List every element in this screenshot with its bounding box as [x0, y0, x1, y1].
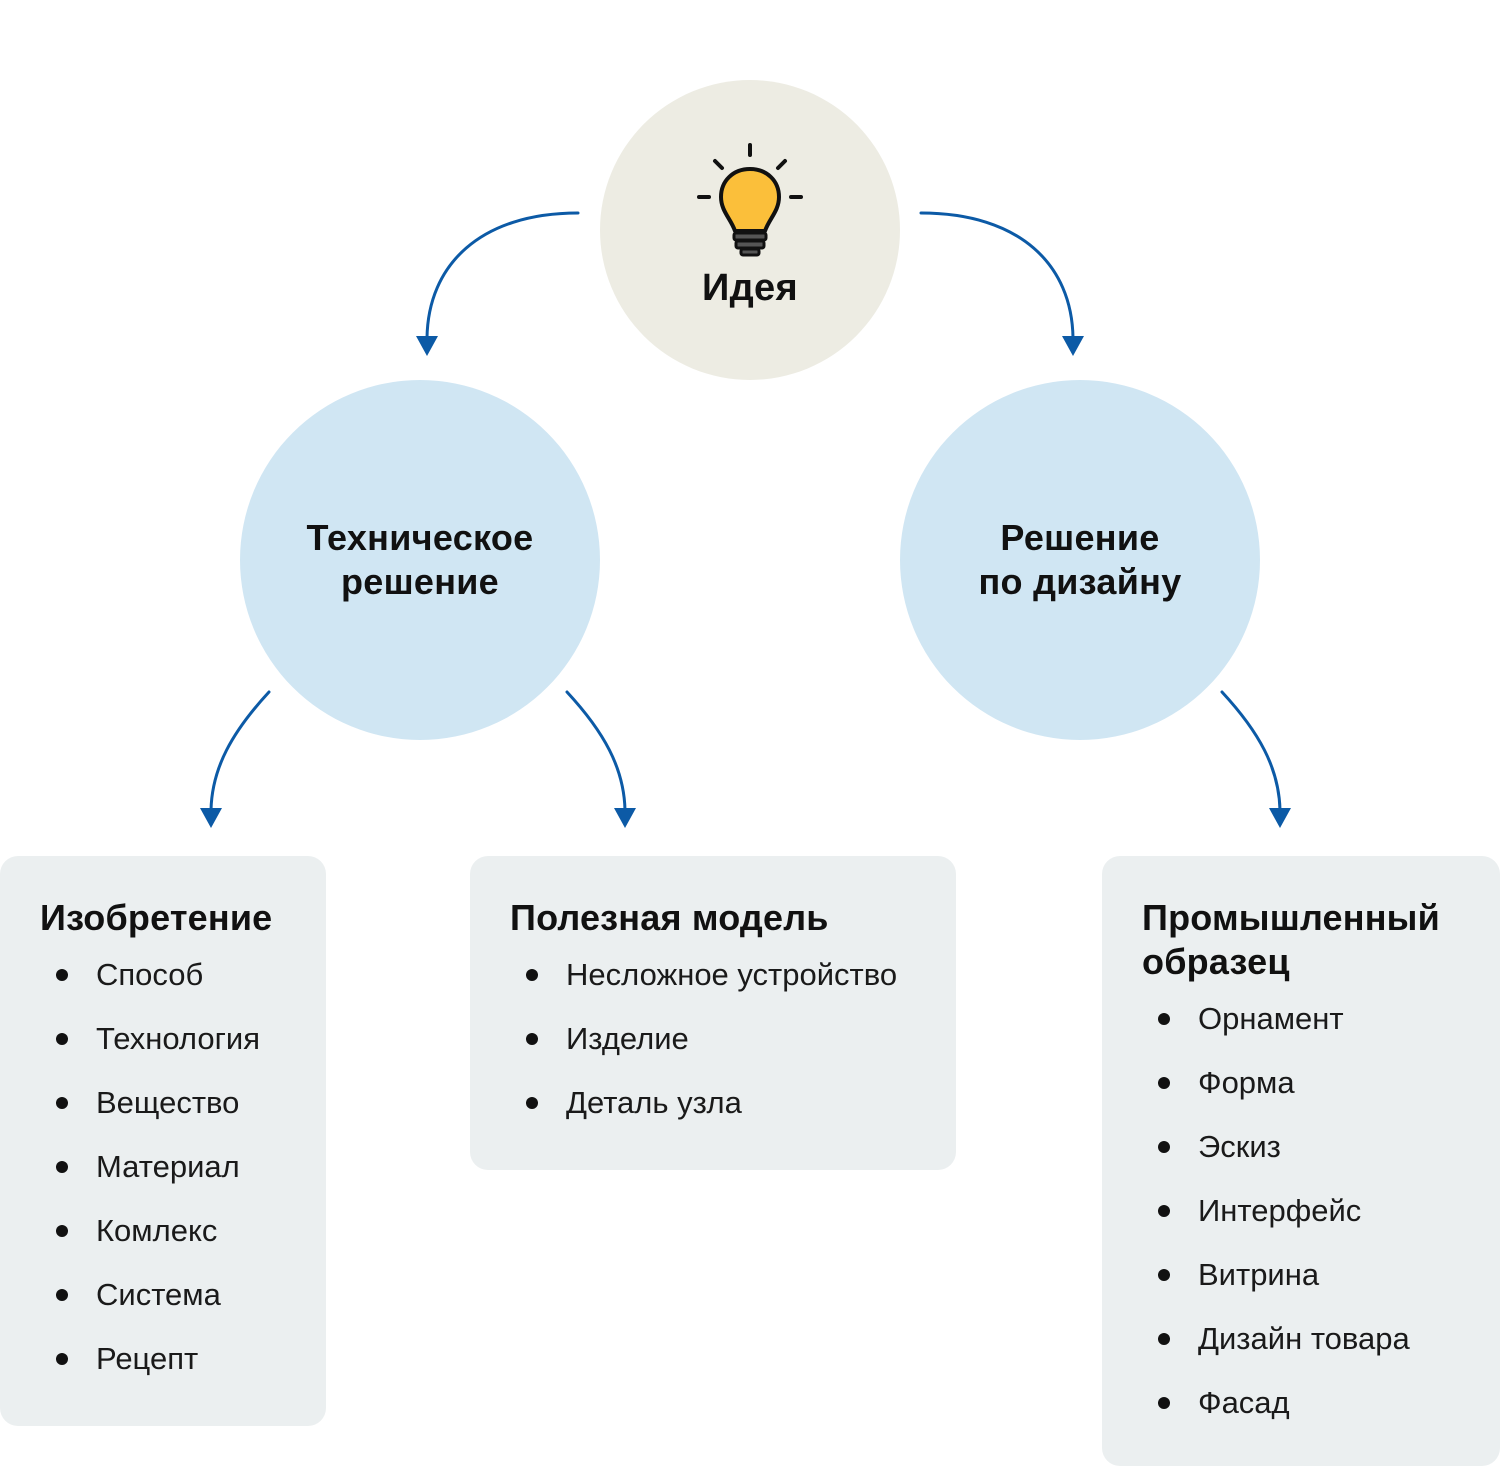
list-item-label: Изделие: [566, 1021, 689, 1056]
list-item-label: Способ: [96, 957, 204, 992]
list-item-label: Интерфейс: [1198, 1193, 1362, 1228]
arrowhead-technical: [416, 336, 438, 356]
list-item: Вещество: [40, 1071, 306, 1135]
invention-title: Изобретение: [40, 897, 273, 938]
design-solution-title-line1: Решение: [1000, 517, 1160, 558]
industrial-design-title-line2: образец: [1142, 941, 1290, 982]
arrowhead-design: [1062, 336, 1084, 356]
bullet-icon: [56, 969, 68, 981]
bullet-icon: [526, 1097, 538, 1109]
list-item-label: Витрина: [1198, 1257, 1320, 1292]
bullet-icon: [1158, 1013, 1170, 1025]
industrial-design-list: Орнамент Форма Эскиз Интерфейс Витрина Д…: [1142, 987, 1480, 1435]
list-item-label: Система: [96, 1277, 221, 1312]
idea-node: Идея: [600, 80, 900, 380]
arrow-idea-to-design: [919, 211, 1075, 340]
bullet-icon: [1158, 1269, 1170, 1281]
list-item-label: Форма: [1198, 1065, 1295, 1100]
invention-box: Изобретение Способ Технология Вещество М…: [0, 856, 326, 1426]
list-item: Материал: [40, 1135, 306, 1199]
design-solution-node: Решение по дизайну: [900, 380, 1260, 740]
list-item: Рецепт: [40, 1327, 306, 1391]
list-item-label: Рецепт: [96, 1341, 199, 1376]
technical-solution-node: Техническое решение: [240, 380, 600, 740]
list-item: Изделие: [510, 1007, 936, 1071]
bullet-icon: [56, 1353, 68, 1365]
list-item: Дизайн товара: [1142, 1307, 1480, 1371]
bullet-icon: [1158, 1077, 1170, 1089]
idea-title: Идея: [702, 266, 798, 309]
invention-list: Способ Технология Вещество Материал Комл…: [40, 943, 306, 1391]
list-item-label: Орнамент: [1198, 1001, 1344, 1036]
list-item-label: Несложное устройство: [566, 957, 898, 992]
technical-solution-title-line2: решение: [340, 561, 500, 602]
industrial-design-box: Промышленный образец Орнамент Форма Эски…: [1102, 856, 1500, 1466]
bullet-icon: [526, 1033, 538, 1045]
arrowhead-invention: [200, 808, 222, 828]
arrowhead-utility: [614, 808, 636, 828]
bullet-icon: [526, 969, 538, 981]
list-item: Форма: [1142, 1051, 1480, 1115]
bullet-icon: [1158, 1205, 1170, 1217]
arrow-idea-to-technical: [425, 211, 580, 340]
list-item: Деталь узла: [510, 1071, 936, 1135]
list-item-label: Вещество: [96, 1085, 240, 1120]
utility-model-list: Несложное устройство Изделие Деталь узла: [510, 943, 936, 1135]
bullet-icon: [1158, 1397, 1170, 1409]
utility-model-title: Полезная модель: [510, 897, 829, 938]
list-item-label: Дизайн товара: [1198, 1321, 1410, 1356]
list-item: Способ: [40, 943, 306, 1007]
list-item-label: Материал: [96, 1149, 240, 1184]
arrow-technical-to-utility: [565, 690, 627, 812]
list-item: Комлекс: [40, 1199, 306, 1263]
list-item: Несложное устройство: [510, 943, 936, 1007]
list-item-label: Эскиз: [1198, 1129, 1281, 1164]
list-item: Эскиз: [1142, 1115, 1480, 1179]
design-solution-title-line2: по дизайну: [978, 561, 1182, 602]
list-item: Фасад: [1142, 1371, 1480, 1435]
list-item: Интерфейс: [1142, 1179, 1480, 1243]
list-item: Витрина: [1142, 1243, 1480, 1307]
bullet-icon: [56, 1289, 68, 1301]
bullet-icon: [56, 1097, 68, 1109]
bullet-icon: [56, 1225, 68, 1237]
list-item-label: Фасад: [1198, 1385, 1290, 1420]
bullet-icon: [1158, 1141, 1170, 1153]
industrial-design-title-line1: Промышленный: [1142, 897, 1440, 938]
industrial-design-title: Промышленный образец: [1142, 896, 1480, 984]
bullet-icon: [56, 1033, 68, 1045]
utility-model-box: Полезная модель Несложное устройство Изд…: [470, 856, 956, 1170]
list-item-label: Деталь узла: [566, 1085, 742, 1120]
list-item: Орнамент: [1142, 987, 1480, 1051]
bullet-icon: [56, 1161, 68, 1173]
bullet-icon: [1158, 1333, 1170, 1345]
technical-solution-title-line1: Техническое: [306, 517, 534, 558]
list-item: Система: [40, 1263, 306, 1327]
lightbulb-icon: [697, 142, 803, 256]
list-item: Технология: [40, 1007, 306, 1071]
arrowhead-industrial: [1269, 808, 1291, 828]
arrow-design-to-industrial: [1220, 690, 1282, 812]
list-item-label: Технология: [96, 1021, 261, 1056]
list-item-label: Комлекс: [96, 1213, 218, 1248]
arrow-technical-to-invention: [209, 690, 271, 812]
